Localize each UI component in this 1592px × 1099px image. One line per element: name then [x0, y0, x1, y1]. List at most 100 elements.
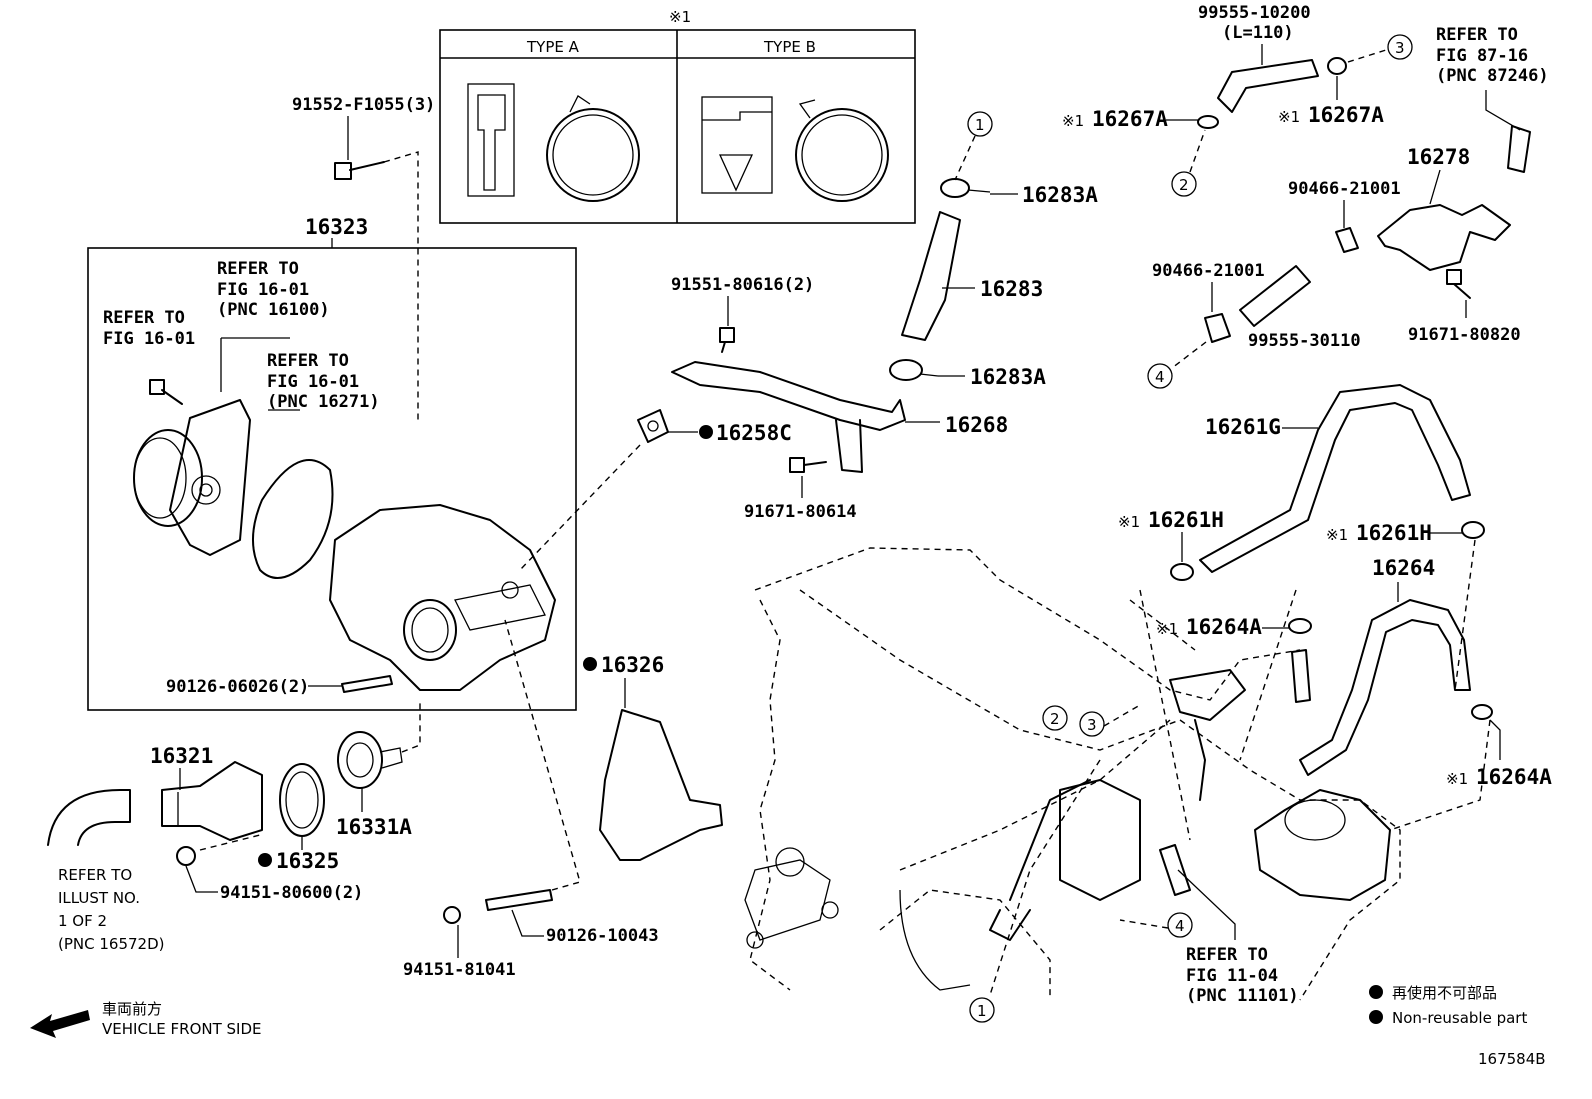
- clip-drawing-90466-b: [1204, 313, 1231, 343]
- label-91552-f1055: 91552-F1055(3): [292, 95, 435, 115]
- hose-drawing-16261g: [1199, 384, 1471, 573]
- label-16326: 16326: [601, 653, 664, 677]
- label-16278: 16278: [1407, 145, 1470, 169]
- label-16264a-top: 16264A: [1186, 615, 1262, 639]
- label-90126-10043: 90126-10043: [546, 926, 659, 946]
- callout-circle-2-bottom: [1042, 705, 1068, 731]
- stud-drawing-06026: [341, 675, 393, 693]
- callout-number-2-bottom: 2: [1050, 710, 1060, 728]
- group-label-16323: 16323: [305, 215, 368, 239]
- callout-number-4-top: 4: [1155, 368, 1165, 386]
- type-box-note-mark: ※1: [669, 8, 691, 26]
- label-refer-16271-line2: FIG 16-01: [267, 372, 359, 392]
- legend-dot-jp: [1369, 985, 1383, 999]
- pump-gasket-drawing: [251, 459, 334, 579]
- clamp-drawing-16264a-top: [1288, 618, 1312, 634]
- label-refer-16271-line3: (PNC 16271): [267, 392, 380, 412]
- callout-circle-4-bottom: [1167, 912, 1193, 938]
- callout-number-4-bottom: 4: [1175, 917, 1185, 935]
- type-b-label: TYPE B: [763, 38, 816, 56]
- callout-circle-4-top: [1147, 363, 1173, 389]
- label-refer-11-line3: (PNC 11101): [1186, 986, 1299, 1006]
- mark-16267a-left: ※1: [1062, 112, 1084, 130]
- callout-number-3-bottom: 3: [1087, 716, 1097, 734]
- label-91671-80614: 91671-80614: [744, 502, 857, 522]
- label-refer-illust-line3: 1 OF 2: [58, 912, 107, 930]
- clip-drawing-90466-a: [1335, 227, 1359, 253]
- front-arrow-icon: [30, 1010, 90, 1038]
- clamp-drawing-16261h-right: [1461, 521, 1485, 539]
- water-pump-group: 16323: [87, 215, 577, 711]
- non-reusable-dot-16258c: [699, 425, 713, 439]
- label-16283: 16283: [980, 277, 1043, 301]
- label-refer-fig1601-line1: REFER TO: [103, 308, 185, 328]
- hose-drawing-87246: [1507, 125, 1531, 173]
- label-refer-16100-line3: (PNC 16100): [217, 300, 330, 320]
- callout-circle-3-bottom: [1079, 711, 1105, 737]
- nut-drawing-81041: [443, 906, 461, 924]
- label-16331a: 16331A: [336, 815, 412, 839]
- gasket-drawing-16258c: [637, 409, 669, 443]
- hose-drawing-16283: [901, 211, 961, 341]
- label-16321: 16321: [150, 744, 213, 768]
- legend-dot-en: [1369, 1010, 1383, 1024]
- label-91551-80616: 91551-80616(2): [671, 275, 814, 295]
- clamp-drawing-16264a-bottom: [1471, 704, 1493, 720]
- type-a-clamp-icon: [467, 83, 640, 202]
- clamp-drawing-16261h-left: [1170, 563, 1194, 581]
- label-16264: 16264: [1372, 556, 1435, 580]
- hose-drawing-99555-10200: [1217, 59, 1319, 113]
- label-refer-illust-line1: REFER TO: [58, 866, 132, 884]
- bolt-drawing-91552: [334, 161, 385, 180]
- label-refer-11-line1: REFER TO: [1186, 945, 1268, 965]
- label-90466-21001-b: 90466-21001: [1152, 261, 1265, 281]
- bolt-drawing-91551: [719, 327, 735, 353]
- label-16264a-bottom: 16264A: [1476, 765, 1552, 789]
- label-refer-87-line2: FIG 87-16: [1436, 46, 1528, 66]
- callout-circle-2-top: [1171, 171, 1197, 197]
- mark-16261h-right: ※1: [1326, 526, 1348, 544]
- label-l110: (L=110): [1222, 23, 1294, 43]
- bolt-drawing-fig1601: [149, 379, 183, 405]
- water-pump-drawing: [133, 399, 251, 556]
- nut-drawing-80600: [176, 846, 196, 866]
- label-refer-16100-line1: REFER TO: [217, 259, 299, 279]
- water-outlet-housing-drawing: [329, 504, 556, 691]
- gasket-drawing-16326: [599, 709, 723, 861]
- label-16283a-bottom: 16283A: [970, 365, 1046, 389]
- label-90466-21001-a: 90466-21001: [1288, 179, 1401, 199]
- legend-text-jp: 再使用不可部品: [1392, 984, 1497, 1002]
- label-16267a-right: 16267A: [1308, 103, 1384, 127]
- legend: 再使用不可部品 Non-reusable part: [1369, 984, 1527, 1027]
- legend-text-en: Non-reusable part: [1392, 1009, 1527, 1027]
- hose-drawing-16572d: [47, 789, 131, 846]
- water-inlet-drawing: [161, 761, 263, 841]
- bolt-drawing-91671-80820: [1446, 269, 1471, 299]
- label-refer-16100-line2: FIG 16-01: [217, 280, 309, 300]
- stud-drawing-10043: [485, 889, 553, 911]
- gasket-drawing-16325: [279, 763, 325, 837]
- label-16261h-left: 16261H: [1148, 508, 1224, 532]
- label-16267a-left: 16267A: [1092, 107, 1168, 131]
- label-refer-11-line2: FIG 11-04: [1186, 966, 1278, 986]
- label-refer-16271-line1: REFER TO: [267, 351, 349, 371]
- mark-16261h-left: ※1: [1118, 513, 1140, 531]
- label-91671-80820: 91671-80820: [1408, 325, 1521, 345]
- hose-drawing-16264: [1299, 599, 1471, 776]
- type-a-label: TYPE A: [526, 38, 580, 56]
- label-16258c: 16258C: [716, 421, 792, 445]
- clamp-type-box: ※1 TYPE A TYPE B: [439, 8, 916, 224]
- hose-end-drawing: [1291, 649, 1311, 703]
- vehicle-front-jp: 車両前方: [102, 1000, 162, 1018]
- bypass-outlet-drawing-16278: [1377, 204, 1511, 271]
- callout-number-2-top: 2: [1179, 176, 1189, 194]
- label-refer-87-line3: (PNC 87246): [1436, 66, 1549, 86]
- clamp-drawing-16283a-top: [940, 178, 991, 198]
- bolt-drawing-80614: [789, 457, 827, 473]
- mark-16267a-right: ※1: [1278, 108, 1300, 126]
- hose-drawing-99555-30110: [1239, 265, 1311, 327]
- callout-number-1-top: 1: [975, 116, 985, 134]
- non-reusable-dot-16325: [258, 853, 272, 867]
- callout-circle-1-top: [967, 111, 993, 137]
